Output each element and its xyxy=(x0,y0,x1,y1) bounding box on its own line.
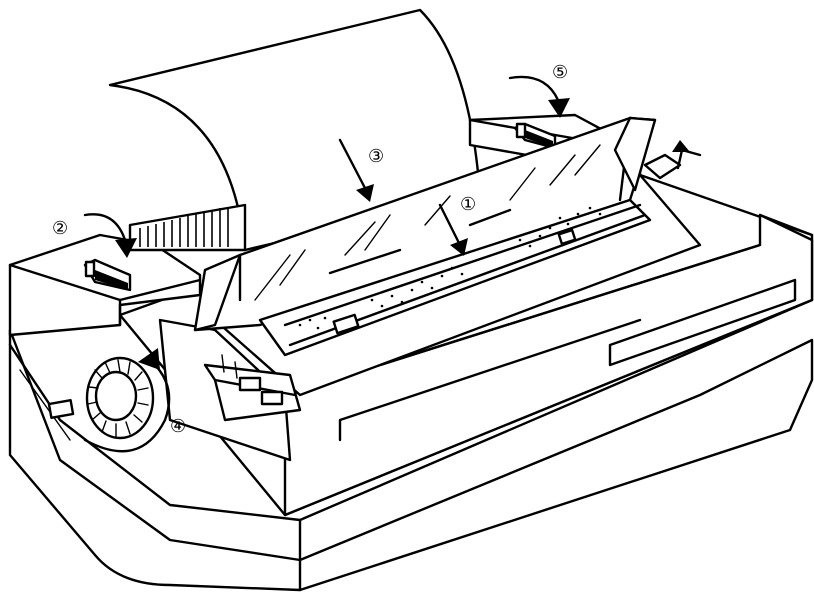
left-housing xyxy=(8,233,202,337)
power-switch xyxy=(47,398,75,420)
tractor-lever xyxy=(515,122,527,139)
front-slot xyxy=(608,278,797,367)
ribbon xyxy=(298,206,602,330)
step-label-5: ⑤ xyxy=(552,62,568,83)
platen-knob xyxy=(85,356,155,440)
rear-paper-slot xyxy=(128,203,247,252)
platen-area xyxy=(258,198,652,357)
right-side-gear xyxy=(643,153,682,180)
paper-release-lever xyxy=(84,260,96,278)
panel-button-1 xyxy=(238,376,262,392)
step-label-1: ① xyxy=(460,194,476,215)
step-label-3: ③ xyxy=(368,146,384,167)
rotate-arrow-icon xyxy=(83,348,171,453)
straight-arrow-icon xyxy=(438,203,468,256)
step-label-2: ② xyxy=(52,218,68,239)
step-label-4: ④ xyxy=(170,416,186,437)
curved-arrow-icon xyxy=(83,213,137,258)
control-panel xyxy=(203,363,302,422)
panel-button-2 xyxy=(260,390,284,406)
straight-arrow-icon xyxy=(338,138,374,202)
curved-arrow-icon xyxy=(508,75,570,118)
print-head xyxy=(332,313,360,335)
paper-guide xyxy=(193,116,657,332)
up-arrow-icon xyxy=(672,140,702,170)
printer-base xyxy=(8,298,814,592)
